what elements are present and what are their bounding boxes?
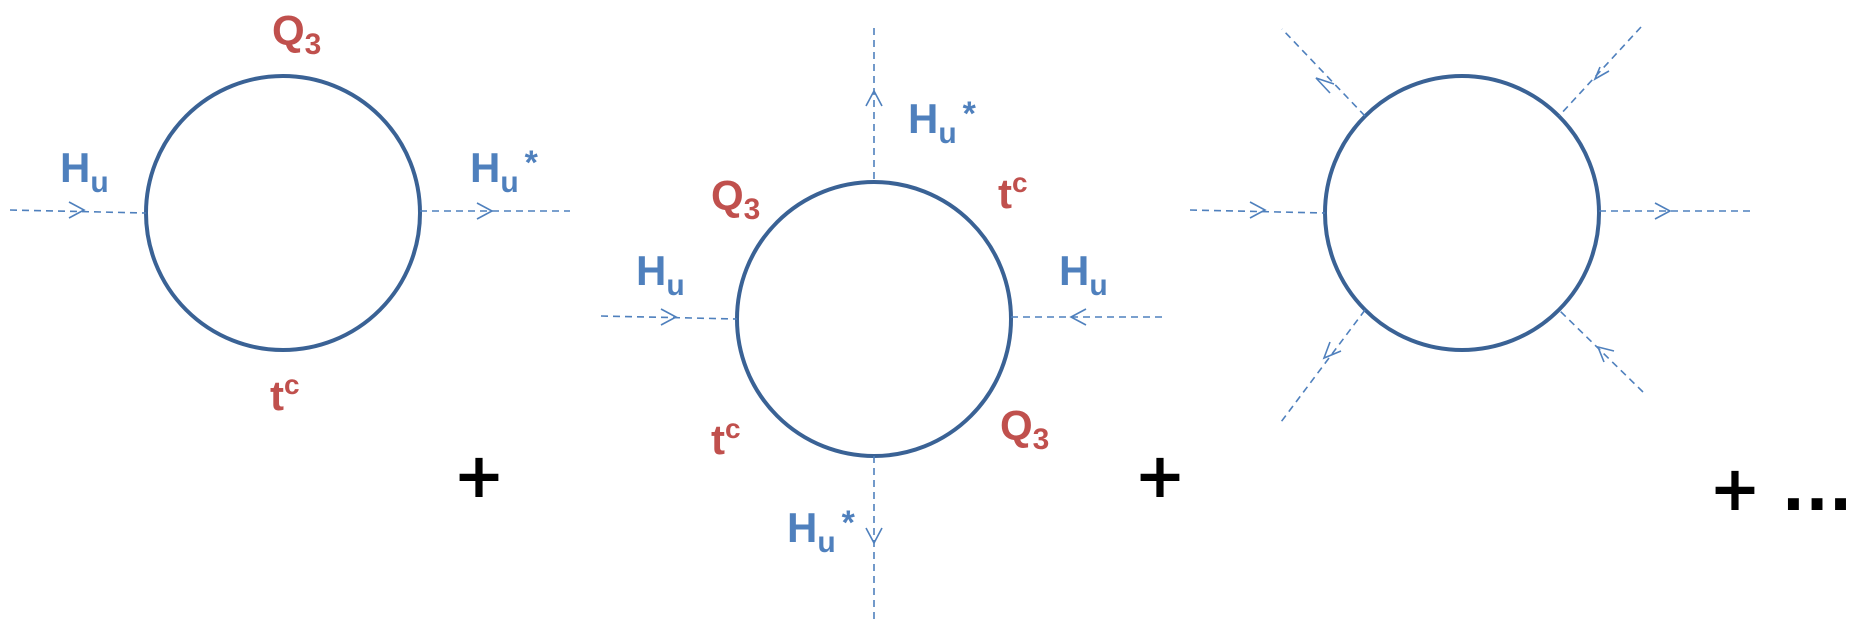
plus-operator-1: + bbox=[453, 439, 505, 512]
diagram-two-point: Q3 tc Hu Hu* bbox=[9, 7, 570, 419]
label-hu-star-bottom: Hu* bbox=[787, 504, 856, 559]
label-hu-right: Hu bbox=[1059, 247, 1108, 302]
plus-operator-3: + bbox=[1709, 452, 1761, 525]
label-hu-star-right: Hu* bbox=[470, 144, 539, 199]
arrow-up-left-icon bbox=[1315, 77, 1335, 94]
lower-left-higgs-line bbox=[1280, 309, 1366, 423]
right-higgs-line bbox=[1011, 308, 1162, 326]
arrow-left-icon bbox=[1069, 308, 1087, 326]
arrow-down-icon bbox=[865, 527, 883, 545]
fermion-loop bbox=[735, 180, 1013, 458]
upper-right-higgs-line bbox=[1558, 26, 1642, 117]
fermion-loop bbox=[1323, 74, 1601, 352]
arrow-down-left-icon bbox=[1593, 66, 1610, 81]
plus-operator-2: + bbox=[1134, 439, 1186, 512]
left-higgs-line bbox=[9, 201, 147, 219]
arrow-right-icon bbox=[1654, 202, 1672, 220]
arrow-right-icon bbox=[660, 308, 678, 326]
label-q3-upper-left: Q3 bbox=[711, 172, 760, 226]
label-tc-upper-right: tc bbox=[998, 167, 1028, 217]
arrow-up-left-icon bbox=[1596, 345, 1615, 363]
top-higgs-line bbox=[865, 28, 883, 182]
arrow-right-icon bbox=[1249, 201, 1267, 219]
diagram-four-point: Q3 tc tc Q3 Hu* Hu* Hu Hu bbox=[600, 28, 1162, 620]
fermion-loop bbox=[144, 74, 422, 352]
left-higgs-line bbox=[1189, 201, 1326, 219]
ellipsis: ... bbox=[1782, 452, 1853, 525]
diagram-six-point bbox=[1189, 26, 1750, 423]
arrow-right-icon bbox=[476, 202, 494, 220]
label-q3-lower-right: Q3 bbox=[1000, 402, 1049, 456]
label-q3-top: Q3 bbox=[272, 7, 321, 61]
left-higgs-line bbox=[600, 308, 738, 326]
label-tc-bottom: tc bbox=[270, 369, 300, 419]
label-hu-left: Hu bbox=[60, 144, 109, 199]
label-hu-star-top: Hu* bbox=[908, 95, 977, 150]
right-higgs-line bbox=[1599, 202, 1750, 220]
arrow-down-left-icon bbox=[1322, 341, 1342, 360]
upper-left-higgs-line bbox=[1281, 28, 1366, 117]
bottom-higgs-line bbox=[865, 456, 883, 620]
label-hu-left: Hu bbox=[636, 247, 685, 302]
label-tc-lower-left: tc bbox=[711, 413, 741, 463]
arrow-right-icon bbox=[68, 201, 86, 219]
lower-right-higgs-line bbox=[1558, 309, 1644, 393]
arrow-up-icon bbox=[865, 89, 883, 107]
right-higgs-line bbox=[420, 202, 570, 220]
